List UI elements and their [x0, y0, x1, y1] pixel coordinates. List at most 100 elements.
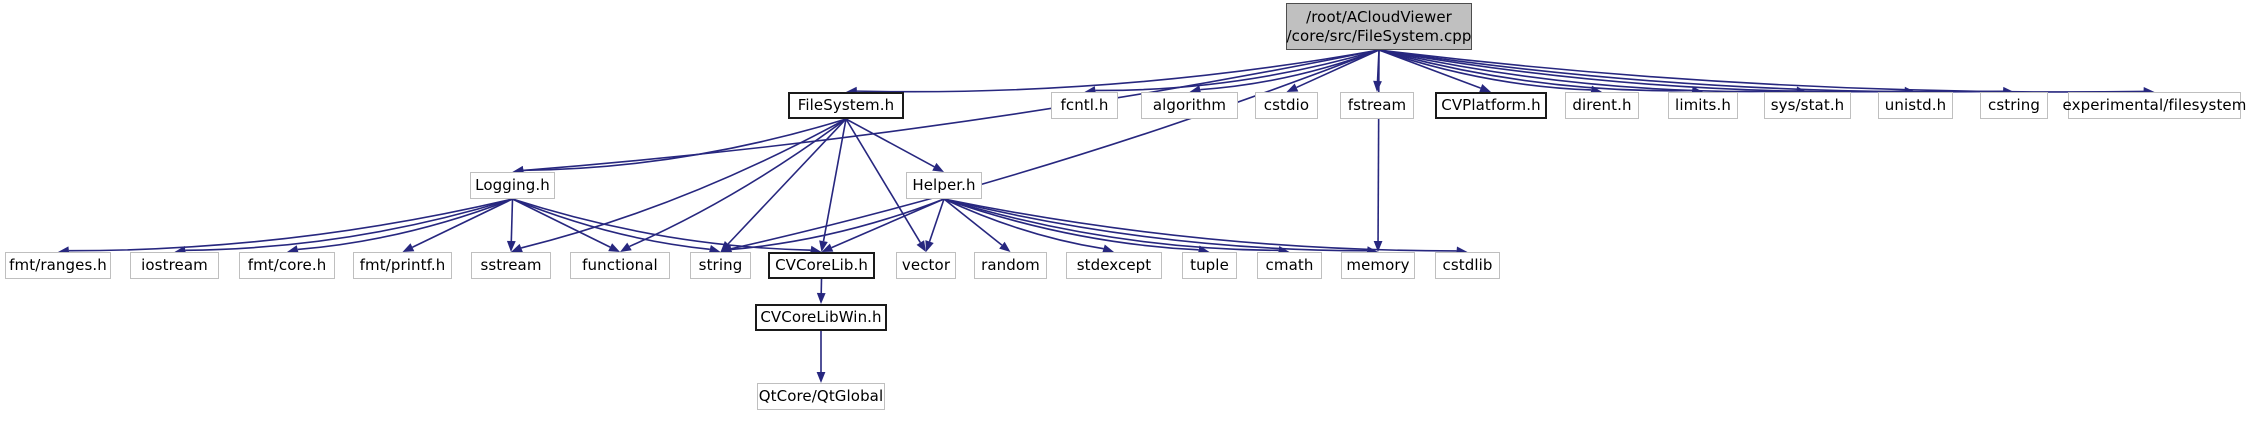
graph-node-label: fmt/ranges.h: [9, 255, 107, 274]
graph-node-unistd_h[interactable]: unistd.h: [1878, 92, 1953, 119]
graph-edge-helper_h-to-string: [731, 198, 945, 251]
graph-node-helper_h[interactable]: Helper.h: [906, 172, 982, 199]
graph-node-label: fstream: [1347, 95, 1407, 114]
graph-edge-root-to-algorithm: [1200, 49, 1380, 91]
graph-edge-filesystem_h-to-functional: [629, 118, 847, 248]
graph-edge-root-to-limits_h: [1378, 49, 1693, 92]
graph-arrowhead-filesystem_h-to-string: [720, 240, 732, 252]
graph-edge-logging_h-to-iostream: [185, 198, 513, 252]
graph-node-label: FileSystem.h: [797, 95, 895, 114]
graph-node-label: functional: [582, 255, 658, 274]
graph-node-fmt_printf_h[interactable]: fmt/printf.h: [353, 252, 452, 279]
graph-node-tuple[interactable]: tuple: [1182, 252, 1237, 279]
graph-edge-root-to-cvplatform_h: [1378, 49, 1481, 89]
graph-edge-helper_h-to-vector: [928, 198, 945, 242]
graph-arrowhead-cvcorelib_h-to-cvcorelibwin_h: [816, 292, 826, 304]
graph-node-label: memory: [1346, 255, 1410, 274]
graph-arrowhead-filesystem_h-to-helper_h: [932, 162, 944, 172]
graph-node-iostream[interactable]: iostream: [130, 252, 219, 279]
graph-node-vector[interactable]: vector: [896, 252, 956, 279]
graph-node-fstream[interactable]: fstream: [1340, 92, 1414, 119]
graph-edge-root-to-cstdio: [1296, 49, 1380, 89]
graph-edge-logging_h-to-sstream: [510, 198, 514, 242]
graph-node-algorithm[interactable]: algorithm: [1141, 92, 1238, 119]
graph-node-cvplatform_h[interactable]: CVPlatform.h: [1435, 92, 1547, 119]
graph-edge-logging_h-to-string: [512, 198, 710, 251]
graph-node-label: /root/ACloudViewer /core/src/FileSystem.…: [1286, 7, 1472, 45]
graph-node-root[interactable]: /root/ACloudViewer /core/src/FileSystem.…: [1286, 3, 1472, 50]
graph-edge-root-to-cstring: [1378, 49, 2004, 93]
graph-edge-root-to-unistd_h: [1378, 49, 1905, 93]
graph-node-label: sys/stat.h: [1770, 95, 1845, 114]
graph-node-cstring[interactable]: cstring: [1980, 92, 2048, 119]
graph-node-stdexcept[interactable]: stdexcept: [1066, 252, 1162, 279]
graph-node-label: limits.h: [1675, 95, 1731, 114]
graph-edge-root-to-fcntl_h: [1095, 49, 1380, 92]
graph-node-experimental[interactable]: experimental/filesystem: [2063, 92, 2246, 119]
graph-edge-logging_h-to-fmt_core_h: [297, 198, 513, 251]
graph-node-label: fmt/printf.h: [359, 255, 446, 274]
graph-arrowhead-filesystem_h-to-vector: [916, 240, 926, 252]
graph-node-label: CVPlatform.h: [1441, 95, 1541, 114]
graph-node-fmt_ranges_h[interactable]: fmt/ranges.h: [5, 252, 111, 279]
graph-node-logging_h[interactable]: Logging.h: [470, 172, 555, 199]
graph-edge-root-to-memory: [1377, 49, 1380, 242]
graph-node-qtglobal[interactable]: QtCore/QtGlobal: [757, 383, 885, 410]
graph-node-label: experimental/filesystem: [2062, 95, 2246, 114]
graph-node-cvcorelib_h[interactable]: CVCoreLib.h: [768, 252, 875, 279]
graph-node-memory[interactable]: memory: [1341, 252, 1415, 279]
graph-node-label: cstdlib: [1442, 255, 1493, 274]
graph-node-limits_h[interactable]: limits.h: [1668, 92, 1738, 119]
graph-node-label: QtCore/QtGlobal: [758, 386, 884, 405]
graph-edge-logging_h-to-cvcorelib_h: [512, 198, 811, 251]
graph-edge-filesystem_h-to-logging_h: [523, 118, 847, 172]
graph-edge-root-to-fstream: [1376, 49, 1380, 82]
graph-node-label: random: [981, 255, 1040, 274]
graph-edge-helper_h-to-stdexcept: [943, 198, 1104, 250]
graph-node-sys_stat_h[interactable]: sys/stat.h: [1764, 92, 1851, 119]
graph-edge-helper_h-to-cvcorelib_h: [831, 198, 945, 249]
graph-node-fmt_core_h[interactable]: fmt/core.h: [239, 252, 335, 279]
graph-node-cstdio[interactable]: cstdio: [1255, 92, 1318, 119]
graph-arrowhead-filesystem_h-to-sstream: [511, 243, 523, 253]
graph-edge-filesystem_h-to-sstream: [521, 118, 847, 249]
graph-edge-logging_h-to-fmt_printf_h: [412, 198, 513, 248]
graph-node-label: sstream: [480, 255, 542, 274]
graph-node-label: dirent.h: [1572, 95, 1632, 114]
graph-arrowhead-helper_h-to-cvcorelib_h: [821, 243, 834, 252]
graph-node-label: iostream: [141, 255, 208, 274]
graph-node-cmath[interactable]: cmath: [1257, 252, 1322, 279]
graph-arrowhead-logging_h-to-sstream: [506, 240, 516, 252]
graph-arrowhead-root-to-fstream: [1373, 80, 1382, 92]
graph-node-label: cstring: [1987, 95, 2040, 114]
graph-node-label: CVCoreLibWin.h: [760, 307, 882, 326]
graph-edge-filesystem_h-to-cvcorelib_h: [822, 118, 847, 242]
graph-node-label: unistd.h: [1884, 95, 1947, 114]
graph-node-cvcorelibwin_h[interactable]: CVCoreLibWin.h: [755, 304, 887, 331]
graph-node-label: stdexcept: [1076, 255, 1152, 274]
graph-node-functional[interactable]: functional: [570, 252, 670, 279]
graph-node-label: CVCoreLib.h: [775, 255, 868, 274]
graph-node-fcntl_h[interactable]: fcntl.h: [1051, 92, 1118, 119]
graph-node-label: algorithm: [1152, 95, 1227, 114]
graph-node-dirent_h[interactable]: dirent.h: [1565, 92, 1639, 119]
graph-edge-logging_h-to-functional: [512, 198, 611, 248]
graph-node-label: cstdio: [1263, 95, 1310, 114]
graph-node-string[interactable]: string: [690, 252, 751, 279]
graph-node-random[interactable]: random: [974, 252, 1047, 279]
graph-edge-root-to-dirent_h: [1378, 49, 1592, 91]
graph-node-label: Logging.h: [475, 175, 550, 194]
graph-edge-logging_h-to-fmt_ranges_h: [68, 198, 513, 252]
graph-node-cstdlib[interactable]: cstdlib: [1435, 252, 1500, 279]
graph-arrowhead-logging_h-to-fmt_printf_h: [402, 243, 415, 252]
graph-node-filesystem_h[interactable]: FileSystem.h: [788, 92, 904, 119]
graph-edge-helper_h-to-memory: [943, 198, 1368, 252]
graph-arrowhead-helper_h-to-vector: [925, 240, 934, 252]
graph-edge-helper_h-to-random: [943, 198, 1003, 246]
graph-arrowhead-root-to-cstdio: [1286, 83, 1299, 92]
graph-arrowhead-helper_h-to-random: [999, 241, 1011, 252]
graph-node-sstream[interactable]: sstream: [471, 252, 551, 279]
graph-edge-root-to-filesystem_h: [856, 49, 1380, 93]
graph-edge-root-to-experimental: [1378, 49, 2144, 93]
